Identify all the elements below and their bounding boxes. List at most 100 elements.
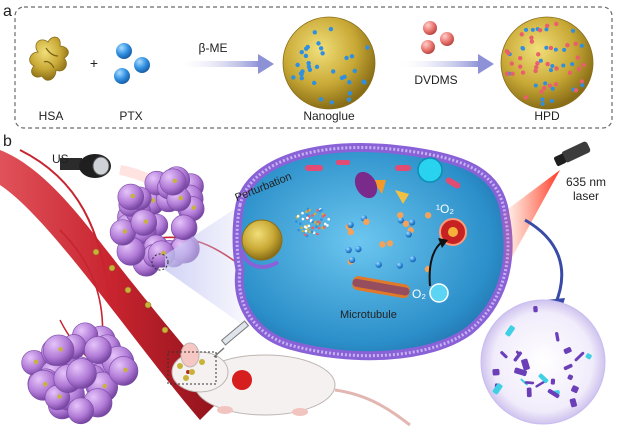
accumulated-nanoparticle — [150, 198, 156, 203]
mouse-model-icon — [171, 342, 411, 427]
panel-a-label: a — [3, 3, 12, 20]
ptx-dot — [571, 28, 576, 33]
ptx-dot — [295, 62, 300, 68]
tumor-cell-blob — [66, 358, 97, 389]
payload-fragment — [307, 215, 311, 218]
dvdms-dot — [504, 49, 510, 54]
cell-debris — [585, 353, 592, 360]
inset-nanoparticle — [177, 363, 183, 369]
payload-fragment — [316, 220, 320, 224]
dvdms-dot — [539, 89, 544, 95]
dvdms-dot — [523, 95, 528, 100]
dvdms-dot — [545, 61, 550, 67]
ptx-dot — [544, 45, 549, 50]
accumulated-nanoparticle — [58, 347, 63, 352]
dvdms-dot — [504, 71, 510, 76]
ptx-dot — [318, 46, 324, 51]
cell-debris — [538, 373, 549, 384]
dvdms-dot — [529, 39, 535, 44]
tumor-cell-blob — [117, 183, 145, 211]
tumor-lower — [21, 322, 139, 425]
ptx-dot — [312, 30, 317, 35]
payload-fragment — [305, 210, 308, 214]
dvdms-dot — [510, 71, 515, 77]
ptx-dot — [306, 60, 311, 66]
ptx-dot — [579, 43, 584, 48]
inset-nanoparticle — [199, 359, 205, 365]
dvdms-dot — [554, 66, 559, 71]
injection-inset — [167, 351, 217, 385]
accumulated-nanoparticle — [123, 367, 128, 373]
payload-fragment — [315, 225, 318, 229]
ptx-dot — [316, 41, 321, 46]
payload-fragment — [301, 217, 305, 221]
cell-debris — [514, 367, 528, 377]
nanoglue-label: Nanoglue — [303, 109, 355, 123]
panel-a-frame — [14, 6, 613, 129]
ptx-molecule — [348, 256, 356, 264]
dvdms-dot — [533, 68, 538, 74]
circulating-nanoparticle — [144, 301, 152, 309]
tumor-cell-blob — [108, 356, 139, 386]
payload-fragment — [313, 212, 317, 216]
hpd-particle-icon — [500, 16, 594, 110]
ptx-dot — [570, 62, 575, 67]
dvdms-dot — [573, 41, 578, 47]
ptx-dot — [347, 80, 352, 85]
tumor-cell-blob — [159, 168, 187, 196]
ptx-dot — [346, 97, 352, 102]
payload-fragment — [306, 216, 309, 220]
ptx-dot — [305, 44, 310, 50]
ptx-dot — [314, 64, 320, 70]
payload-fragment — [320, 218, 323, 221]
laser-wavelength-label: 635 nm — [566, 175, 606, 189]
accumulated-nanoparticle — [191, 205, 197, 210]
ptx-dot — [548, 68, 553, 73]
singlet-oxygen-label: ¹O₂ — [436, 202, 454, 216]
payload-fragment — [304, 229, 308, 233]
ptx-dot — [540, 97, 545, 102]
dvdms-dot — [547, 83, 553, 88]
dvdms-dot — [535, 61, 540, 66]
dvdms-molecule — [397, 211, 404, 219]
accumulated-nanoparticle — [130, 193, 135, 199]
cell-debris — [492, 383, 503, 395]
ptx-dot — [300, 69, 305, 74]
outcome-arrow — [524, 218, 564, 306]
ptx-dot — [362, 80, 367, 85]
accumulated-nanoparticle — [33, 359, 39, 365]
oxygen-label: O₂ — [412, 287, 426, 301]
ptx-molecule — [408, 219, 416, 226]
dvdms-dot — [581, 62, 586, 68]
cell-debris — [571, 385, 579, 394]
dvdms-dot — [544, 23, 550, 29]
cell-debris — [526, 387, 532, 398]
payload-fragment — [306, 228, 310, 231]
ptx-dot — [524, 27, 529, 32]
cell-debris — [555, 331, 560, 342]
circulating-nanoparticle — [124, 286, 132, 294]
dvdms-dot — [541, 85, 547, 91]
ptx-molecule — [345, 246, 352, 254]
cytoplasm-molecules — [345, 211, 432, 273]
payload-fragment — [310, 230, 314, 234]
ptx-molecule — [409, 255, 416, 263]
hpd-label: HPD — [534, 109, 560, 123]
cell-debris — [500, 351, 508, 359]
tumor-cell — [232, 143, 513, 361]
ptx-molecules-icon — [114, 43, 150, 84]
oxygen-icon — [429, 283, 449, 303]
magnification-beam — [165, 200, 250, 330]
dvdms-dot — [548, 45, 554, 51]
cell-debris — [563, 363, 573, 371]
beta-me-label: β-ME — [199, 41, 228, 55]
ptx-dot — [306, 64, 312, 69]
ptx-molecule — [397, 217, 405, 224]
accumulated-nanoparticle — [122, 229, 128, 234]
circulating-nanoparticle — [92, 248, 100, 256]
panel-b-label: b — [3, 133, 12, 150]
payload-fragment — [311, 214, 314, 217]
payload-fragment — [326, 224, 329, 227]
ptx-molecule — [375, 261, 382, 268]
